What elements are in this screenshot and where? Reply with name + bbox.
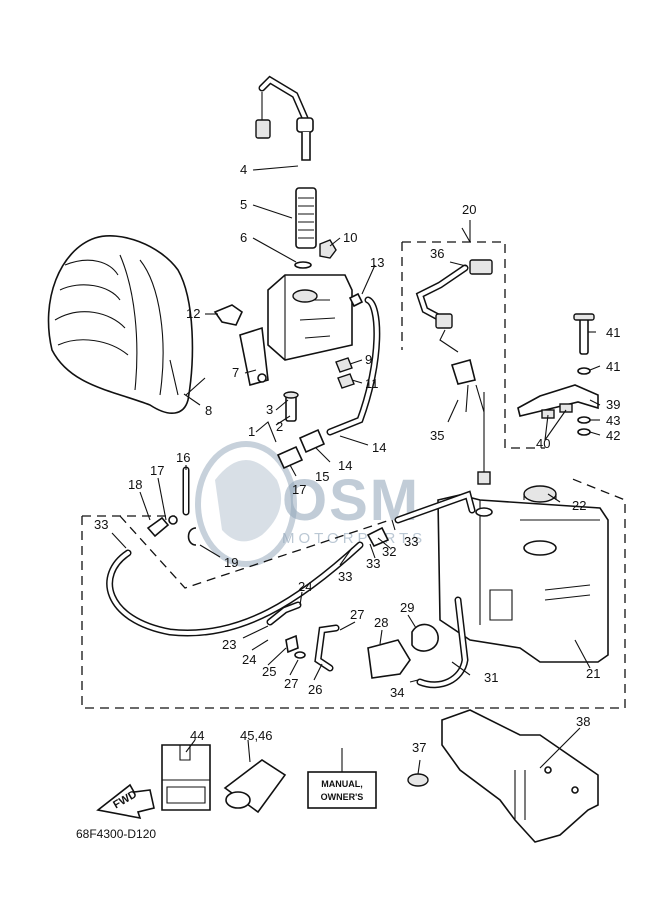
callout-35: 36 — [430, 246, 444, 261]
callout-9: 9 — [365, 352, 372, 367]
upper-oil-tank — [213, 75, 381, 436]
callout-33-bottom: 34 — [390, 685, 404, 700]
leader-lines — [111, 165, 601, 775]
clip-36 — [407, 773, 429, 787]
callout-10: 10 — [343, 230, 357, 245]
sensor-harness — [415, 259, 493, 485]
callout-14-lower: 14 — [338, 458, 352, 473]
callout-22: 22 — [572, 498, 586, 513]
callout-37: 38 — [576, 714, 590, 729]
callout-8: 8 — [205, 403, 212, 418]
callout-19: 19 — [224, 555, 238, 570]
callout-41-lower: 42 — [606, 428, 620, 443]
hose-group-boundary — [82, 515, 391, 589]
callout-21: 21 — [586, 666, 600, 681]
callout-33-mid: 33 — [366, 556, 380, 571]
callout-44: 45,46 — [240, 728, 273, 743]
callout-14-upper: 13 — [370, 255, 384, 270]
hose-sleeve — [223, 759, 287, 814]
callout-43: 44 — [190, 728, 204, 743]
callout-24-upper: 24 — [298, 579, 312, 594]
callout-39: 40 — [536, 436, 550, 451]
callout-42: 43 — [606, 413, 620, 428]
diagram-code: 68F4300-D120 — [76, 827, 156, 841]
callout-2: 2 — [276, 419, 283, 434]
fuel-hoses — [106, 428, 476, 689]
tank-bracket — [517, 313, 599, 436]
callout-4: 4 — [240, 162, 247, 177]
engine-cover — [47, 235, 206, 414]
callout-16: 16 — [176, 450, 190, 465]
callout-26: 26 — [308, 682, 322, 697]
callout-13: 14 — [372, 440, 386, 455]
callout-27-upper: 27 — [350, 607, 364, 622]
callout-12: 12 — [186, 306, 200, 321]
manual-label-line1: MANUAL, — [321, 779, 363, 789]
callout-17-right: 17 — [292, 482, 306, 497]
callout-3: 3 — [266, 402, 273, 417]
callout-34: 35 — [430, 428, 444, 443]
callout-38: 39 — [606, 397, 620, 412]
fwd-arrow: FWD — [96, 783, 155, 820]
callout-36: 37 — [412, 740, 426, 755]
callout-33-left: 33 — [94, 517, 108, 532]
callout-24-lower: 24 — [242, 652, 256, 667]
callout-27-lower: 27 — [284, 676, 298, 691]
callout-40: 41 — [606, 325, 620, 340]
owners-manual: MANUAL, OWNER'S — [307, 771, 377, 809]
watermark-sub: MOTORPARTS — [282, 530, 426, 547]
callout-11: 11 — [365, 376, 379, 391]
label-card — [161, 744, 211, 811]
callout-30: 31 — [484, 670, 498, 685]
tank-assembly-boundary — [81, 477, 626, 709]
callout-23: 23 — [222, 637, 236, 652]
callout-20: 20 — [462, 202, 476, 217]
watermark-logo: OSM MOTORPARTS — [195, 441, 426, 567]
watermark-brand: OSM — [282, 468, 420, 533]
callout-29: 29 — [400, 600, 414, 615]
callouts: 4 5 6 10 13 12 7 8 9 11 3 2 1 14 14 15 1… — [94, 162, 620, 755]
callout-1: 1 — [248, 424, 255, 439]
callout-6: 6 — [240, 230, 247, 245]
callout-32: 33 — [338, 569, 352, 584]
callout-31: 32 — [382, 544, 396, 559]
callout-33-right: 33 — [404, 534, 418, 549]
callout-28: 28 — [374, 615, 388, 630]
callout-17-left: 17 — [150, 463, 164, 478]
callout-18: 18 — [128, 477, 142, 492]
group-20-boundary — [401, 241, 545, 449]
callout-25: 25 — [262, 664, 276, 679]
manual-label-line2: OWNER'S — [321, 792, 364, 802]
callout-7: 7 — [232, 365, 239, 380]
callout-15: 15 — [315, 469, 329, 484]
mounting-plate — [441, 709, 599, 843]
callout-5: 5 — [240, 197, 247, 212]
callout-41-upper: 41 — [606, 359, 620, 374]
